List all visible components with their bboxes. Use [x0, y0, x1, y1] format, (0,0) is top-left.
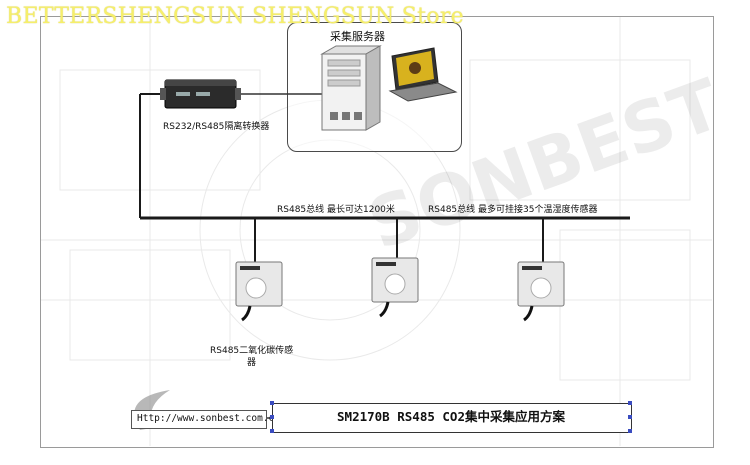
sensor-label-line1: RS485二氧化碳传感: [210, 346, 294, 356]
selection-handle: [270, 429, 274, 433]
server-group-title: 采集服务器: [330, 30, 385, 43]
bus-label-right: RS485总线 最多可挂接35个温湿度传感器: [428, 205, 598, 215]
store-watermark: BETTERSHENGSUN SHENGSUN Store: [6, 4, 464, 29]
selection-handle: [270, 415, 274, 419]
sensor-label-line2: 器: [247, 358, 257, 368]
selection-handle: [270, 401, 274, 405]
sensor-2: [371, 257, 419, 318]
url-box: [131, 410, 267, 429]
converter-device: [160, 79, 241, 109]
server-tower: [320, 45, 382, 131]
diagram-title: SM2170B RS485 CO2集中采集应用方案: [337, 409, 565, 424]
selection-handle: [628, 415, 632, 419]
sensor-1: [235, 261, 283, 322]
sensor-3: [517, 261, 565, 322]
website-url[interactable]: Http://www.sonbest.com.cn: [137, 413, 280, 424]
converter-label: RS232/RS485隔离转换器: [163, 122, 270, 132]
selection-handle: [628, 401, 632, 405]
selection-handle: [628, 429, 632, 433]
laptop: [388, 47, 458, 102]
bus-label-left: RS485总线 最长可达1200米: [277, 205, 395, 215]
outer-frame: [40, 16, 714, 448]
title-box: [272, 403, 632, 433]
